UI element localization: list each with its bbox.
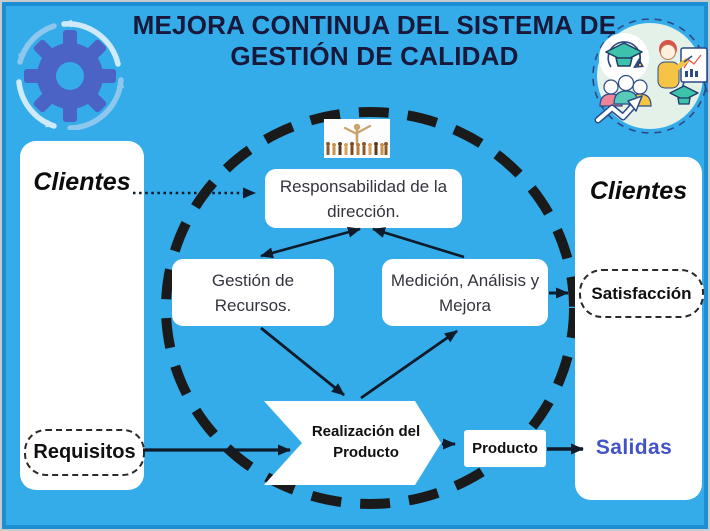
presenter-icon — [657, 40, 693, 89]
growth-arrow-icon — [594, 95, 643, 124]
page-title: MEJORA CONTINUA DEL SISTEMA DE GESTIÓN D… — [97, 10, 652, 72]
medicion-box: Medición, Análisis y Mejora — [382, 259, 548, 326]
left-clients-label: Clientes — [33, 168, 131, 196]
right-clients-label: Clientes — [589, 177, 688, 205]
salidas-label: Salidas — [595, 436, 673, 459]
requisitos-badge: Requisitos — [24, 429, 145, 476]
graduation-cap-loop-icon — [599, 33, 649, 83]
leadership-crowd-image — [324, 119, 390, 158]
gestion-box: Gestión de Recursos. — [172, 259, 334, 326]
satisfaccion-badge: Satisfacción — [579, 269, 704, 318]
producto-box: Producto — [464, 430, 546, 467]
title-line-2: GESTIÓN DE CALIDAD — [230, 41, 519, 71]
realizacion-label: Realización del Producto — [311, 423, 421, 461]
right-clients-panel — [575, 157, 702, 500]
crowd-figures — [326, 142, 388, 155]
responsabilidad-box: Responsabilidad de la dirección. — [265, 169, 462, 228]
title-line-1: MEJORA CONTINUA DEL SISTEMA DE — [132, 10, 617, 40]
small-graduation-cap-icon — [669, 85, 699, 105]
gear-icon — [24, 30, 116, 122]
leader-figure — [343, 123, 372, 145]
gear-cycle-icon — [16, 19, 125, 130]
cycle-arrows-icon — [16, 19, 125, 130]
